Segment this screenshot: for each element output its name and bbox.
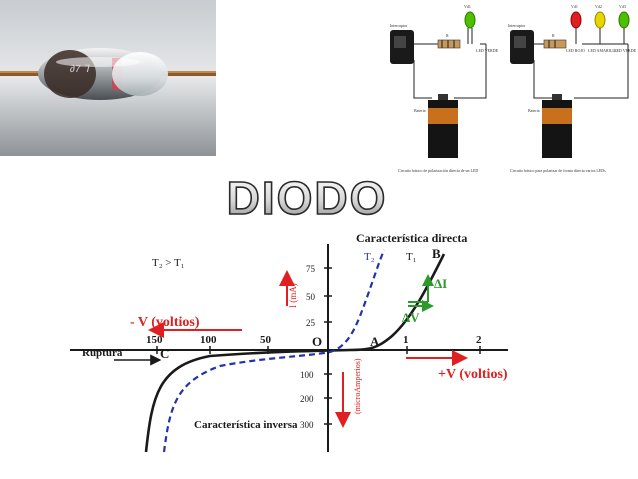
tick-y-100: 100 [300, 370, 314, 380]
tick-y-25: 25 [306, 318, 316, 328]
svg-text:∂7 ⅂: ∂7 ⅂ [70, 64, 90, 75]
red-led-icon [570, 11, 582, 29]
tick-y-75: 75 [306, 264, 316, 274]
yellow-led-icon [594, 11, 606, 29]
tick-x-1: 1 [403, 334, 409, 346]
curve-t1 [144, 253, 446, 453]
curve-t2 [162, 249, 386, 453]
tick-y-50: 50 [306, 292, 316, 302]
led-top-label-2: Vd1 [571, 4, 578, 9]
i-ua-label: (microAmperios) [353, 358, 362, 414]
t2-label: T₂ [364, 251, 375, 263]
iv-characteristic-graph: T₂ > T₁ Característica directa T₂ T₁ B A… [70, 231, 508, 453]
led-top-label-4: Vd3 [619, 4, 626, 9]
delta-triangle [408, 274, 434, 312]
tick-x-50: 50 [260, 334, 272, 346]
point-b: B [432, 246, 441, 261]
diode-photo: ∂7 ⅂ [0, 0, 216, 156]
resistor-label: R [446, 33, 449, 38]
inverse-label: Característica inversa [194, 419, 298, 431]
led-label-red: LED ROJO [566, 48, 585, 53]
temp-note: T₂ > T₁ [152, 257, 185, 269]
direct-label: Característica directa [356, 231, 467, 245]
delta-v-label: ΔV [402, 310, 420, 325]
green-led-icon-2 [618, 11, 630, 29]
neg-v-label: - V (voltios) [130, 315, 200, 330]
led-label-green: LED VERDE [614, 48, 637, 53]
pos-v-label: +V (voltios) [438, 367, 508, 382]
tick-x-100: 100 [200, 334, 217, 346]
switch-label: Interruptor [390, 23, 408, 28]
tick-y-300: 300 [300, 420, 314, 430]
tick-x-150: 150 [146, 334, 163, 346]
green-led-icon [464, 11, 476, 29]
led-label-yellow: LED AMARILLO [588, 48, 618, 53]
led-circuits: Interruptor R Vd1 LED VERDE Bateria Circ… [390, 4, 637, 173]
led-top-label-3: Vd2 [595, 4, 602, 9]
tick-x-2: 2 [476, 334, 482, 346]
t1-label: T₁ [406, 251, 417, 263]
title-banner: DIODO [226, 171, 388, 225]
led-top-label: Vd1 [464, 4, 471, 9]
left-caption: Circuito básico de polarización directa … [398, 168, 478, 173]
led-label: LED VERDE [476, 48, 499, 53]
tick-y-200: 200 [300, 394, 314, 404]
point-a: A [370, 334, 380, 349]
battery-label: Bateria [414, 108, 426, 113]
resistor-label-2: R [552, 33, 555, 38]
right-caption: Circuito básico para polarizar de forma … [510, 168, 606, 173]
battery-label-2: Bateria [528, 108, 540, 113]
ruptura-label: Ruptura [82, 347, 123, 359]
switch-label-2: Interruptor [508, 23, 526, 28]
page-title: DIODO [227, 172, 388, 224]
point-c: C [160, 346, 169, 361]
origin-label: O [312, 334, 322, 349]
delta-i-label: ΔI [434, 276, 447, 291]
i-ma-label: I (mA) [288, 283, 298, 308]
resistor-icon [437, 39, 461, 49]
